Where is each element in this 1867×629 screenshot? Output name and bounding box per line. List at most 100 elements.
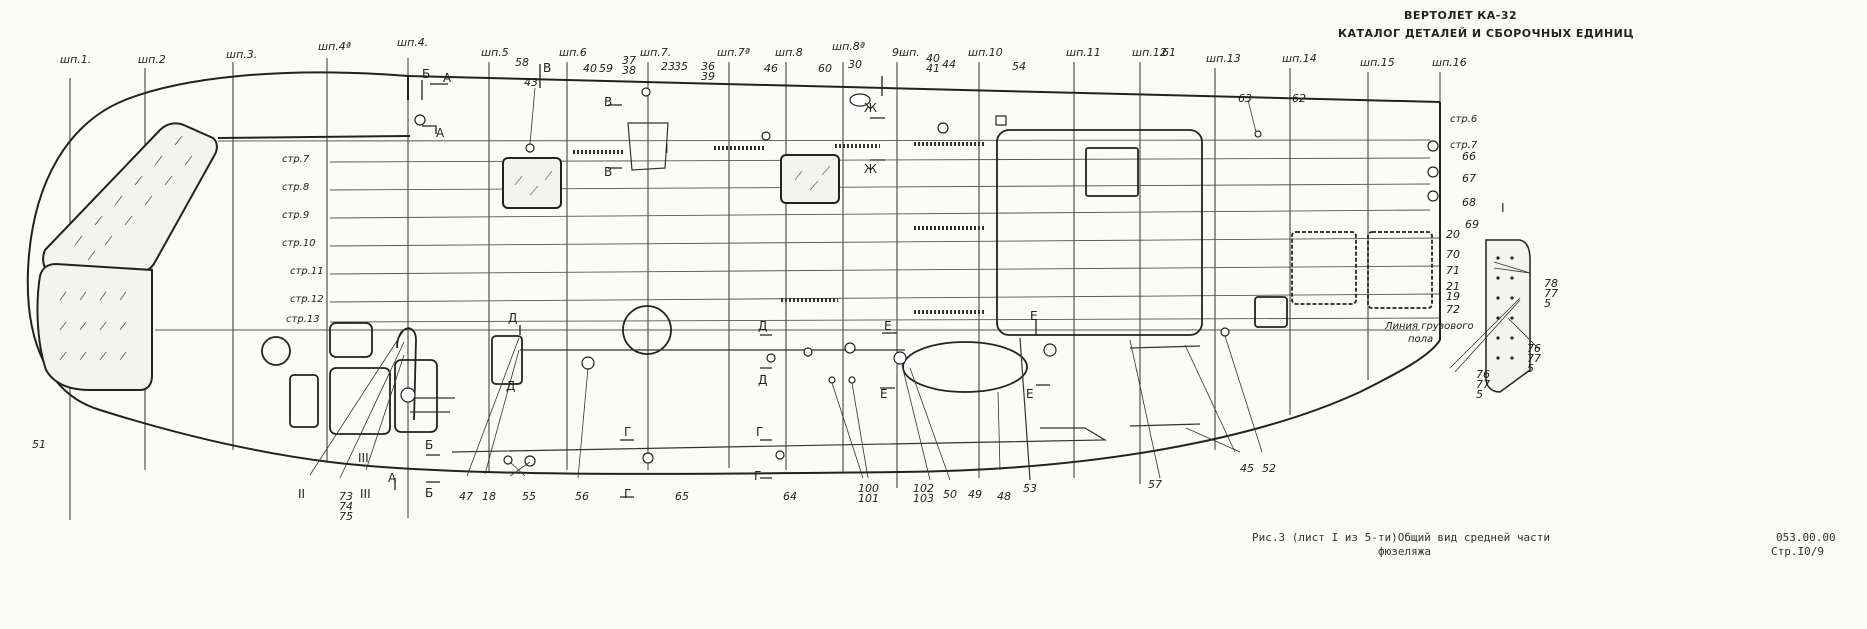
section-mark: I: [665, 142, 669, 156]
callout-number: 40: [926, 52, 940, 65]
callout-number: 73: [339, 490, 353, 503]
callout-number: 76: [1476, 368, 1490, 381]
callout-number: 40: [583, 62, 597, 75]
section-mark: Е: [880, 387, 888, 401]
frame-label: 9шп.: [892, 46, 920, 59]
caption-doc-code: 053.00.00: [1776, 531, 1836, 544]
section-mark: Ж: [864, 162, 877, 176]
section-mark: В: [543, 61, 551, 75]
callout-number: 71: [1446, 264, 1460, 277]
frame-label: шп.7ª: [717, 46, 750, 59]
floor-line-label: Линия грузового: [1384, 321, 1474, 332]
section-mark: III: [358, 451, 369, 465]
callout-number: 69: [1465, 218, 1479, 231]
section-mark: II: [298, 487, 305, 501]
callout-number: 46: [764, 62, 778, 75]
caption-title: Рис.3 (лист I из 5-ти)Общий вид средней …: [1252, 531, 1551, 544]
callout-number: 72: [1446, 303, 1460, 316]
callout-number: 62: [1292, 92, 1306, 105]
callout-number: 5: [1527, 362, 1534, 375]
section-mark: Е: [1026, 387, 1034, 401]
callout-number: 63: [1238, 92, 1252, 105]
callout-number: 44: [942, 58, 956, 71]
stringer-label: стр.13: [286, 314, 320, 325]
callout-number: 47: [459, 490, 473, 503]
callout-number: 35: [674, 60, 688, 73]
header-catalog: КАТАЛОГ ДЕТАЛЕЙ И СБОРОЧНЫХ ЕДИНИЦ: [1338, 27, 1635, 40]
stringer-label: стр.7: [282, 154, 310, 165]
callout-number: 23: [661, 60, 675, 73]
callout-number: 67: [1462, 172, 1476, 185]
callout-number: 65: [675, 490, 689, 503]
floor-line-label: пола: [1408, 334, 1433, 345]
frame-label: шп.4.: [397, 36, 428, 49]
stringer-label: стр.11: [290, 266, 324, 277]
section-mark: Г: [756, 425, 763, 439]
frame-label: шп.11: [1066, 46, 1101, 59]
callout-number: 52: [1262, 462, 1276, 475]
stringer-label: стр.12: [290, 294, 324, 305]
callout-number: 102: [913, 482, 934, 495]
callout-number: 70: [1446, 248, 1460, 261]
section-mark: А: [388, 471, 397, 485]
callout-number: 75: [339, 510, 353, 523]
section-mark: Б: [425, 438, 433, 452]
section-mark: Е: [884, 319, 892, 333]
callout-number: 56: [575, 490, 589, 503]
callout-number: 66: [1462, 150, 1476, 163]
section-mark: Е: [1030, 309, 1038, 323]
callout-number: 64: [783, 490, 797, 503]
callout-number: 100: [858, 482, 879, 495]
callout-number: 103: [913, 492, 934, 505]
frame-label: шп.5: [481, 46, 509, 59]
callout-number: 61: [1162, 46, 1176, 59]
section-mark: В: [604, 95, 612, 109]
callout-number: 59: [599, 62, 613, 75]
callout-number: 76: [1527, 342, 1541, 355]
section-mark: А: [443, 71, 452, 85]
caption-title-2: фюзеляжа: [1378, 545, 1431, 558]
callout-number: 37: [622, 54, 636, 67]
callout-number: 77: [1544, 287, 1558, 300]
section-mark: Ж: [864, 101, 877, 115]
section-mark: В: [604, 165, 612, 179]
section-mark: I: [1501, 201, 1505, 215]
frame-label: шп.14: [1282, 52, 1317, 65]
stringer-label: стр.8: [282, 182, 309, 193]
frame-label: шп.8: [775, 46, 803, 59]
callout-number: 45: [1240, 462, 1254, 475]
callout-number: 74: [339, 500, 353, 513]
callout-number: 57: [1148, 478, 1162, 491]
frame-label: шп.6: [559, 46, 587, 59]
section-mark: Д: [758, 319, 767, 333]
callout-number: 5: [1476, 388, 1483, 401]
callout-number: 49: [968, 488, 982, 501]
callout-number: 55: [522, 490, 536, 503]
frame-label: шп.3.: [226, 48, 257, 61]
section-mark: Б: [422, 67, 430, 81]
callout-number: 54: [1012, 60, 1026, 73]
frame-label: шп.10: [968, 46, 1003, 59]
callout-number: 60: [818, 62, 832, 75]
section-mark: Г: [754, 469, 761, 483]
caption-page: Стр.I0/9: [1771, 545, 1824, 558]
callout-number: 77: [1476, 378, 1490, 391]
section-mark: А: [436, 126, 445, 140]
callout-number: 38: [622, 64, 636, 77]
callout-number: 20: [1446, 228, 1460, 241]
callout-number: 48: [997, 490, 1011, 503]
frame-label: шп.15: [1360, 56, 1395, 69]
section-mark: Г: [624, 487, 631, 501]
callout-number: 30: [848, 58, 862, 71]
callout-number: 78: [1544, 277, 1558, 290]
section-mark: Г: [624, 425, 631, 439]
section-mark: Б: [425, 486, 433, 500]
callout-number: 36: [701, 60, 715, 73]
section-mark: III: [360, 487, 371, 501]
callout-number: 43: [524, 76, 538, 89]
callout-number: 101: [858, 492, 879, 505]
callout-number: 51: [32, 438, 46, 451]
stringer-label: стр.7: [1450, 140, 1478, 151]
